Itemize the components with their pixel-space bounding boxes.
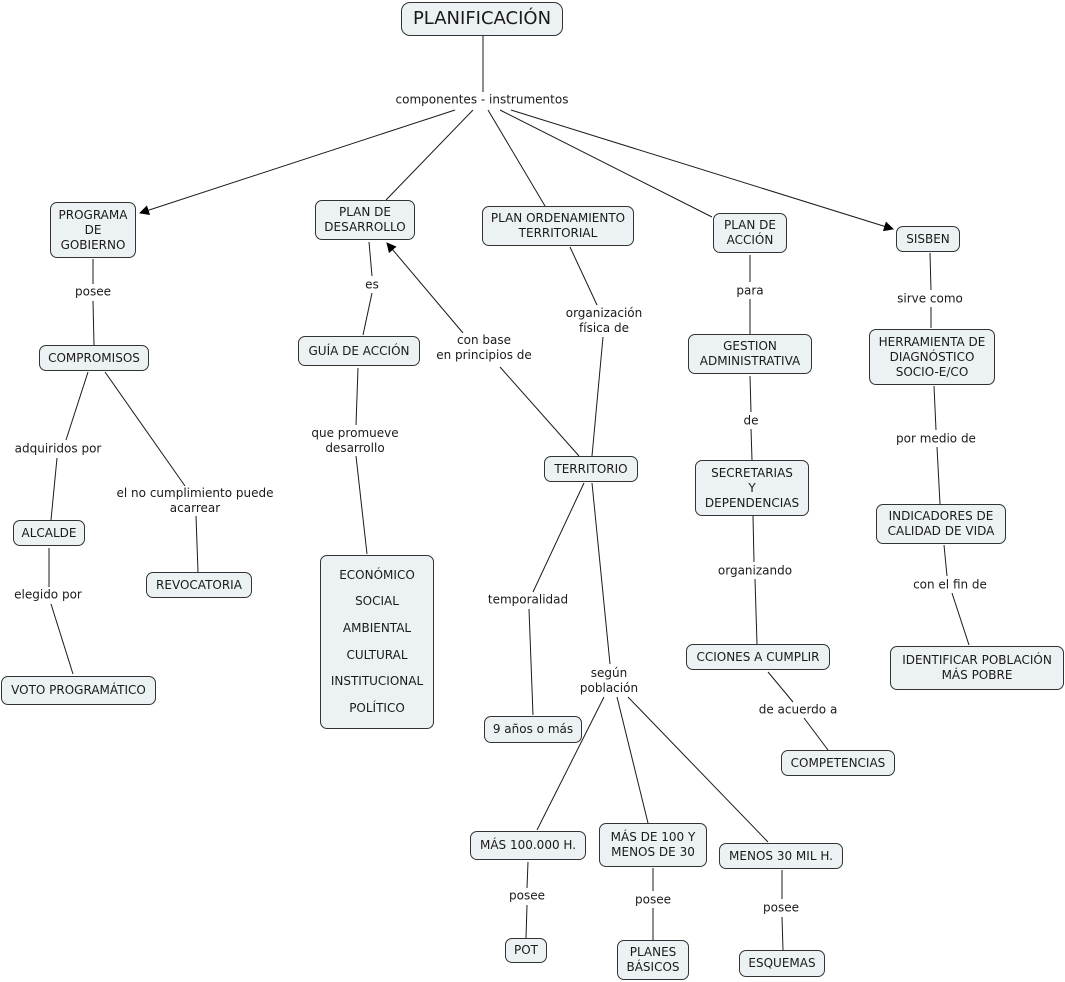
node-competencias[interactable]: COMPETENCIAS (781, 750, 895, 776)
node-acciones-cumplir[interactable]: CCIONES A CUMPLIR (686, 644, 830, 670)
node-voto-programatico[interactable]: VOTO PROGRAMÁTICO (1, 676, 156, 705)
link-sirve-como: sirve como (895, 291, 965, 307)
link-posee-planes: posee (633, 892, 673, 908)
node-planificacion[interactable]: PLANIFICACIÓN (401, 2, 563, 36)
edge-gestion-de (749, 375, 752, 413)
link-para: para (734, 283, 766, 299)
edge-deacuerdo-competencias (803, 717, 829, 751)
edge-indicadores-confin (943, 544, 948, 577)
edge-pormedio-indicadores (936, 446, 941, 505)
edge-compromisos-adquiridos (65, 371, 89, 441)
edge-adquiridos-alcalde (50, 457, 58, 521)
edge-segun-mas100000 (536, 696, 605, 831)
edge-guia-promueve (355, 367, 359, 426)
edge-conbase-desarrollo (386, 242, 464, 334)
node-compromisos[interactable]: COMPROMISOS (39, 345, 149, 371)
edge-elegido-voto (50, 603, 74, 675)
node-programa-gobierno[interactable]: PROGRAMA DE GOBIERNO (50, 202, 136, 258)
edge-es-guia (362, 292, 373, 336)
edge-desarrollo-es (368, 241, 373, 277)
edge-temporalidad-nueve (528, 608, 534, 716)
edge-sisben-sirve (929, 252, 932, 291)
link-temporalidad: temporalidad (485, 592, 571, 608)
edge-componentes-desarrollo (385, 109, 474, 201)
node-alcalde[interactable]: ALCALDE (13, 520, 85, 546)
link-posee-pot: posee (507, 888, 547, 904)
link-es: es (363, 277, 381, 293)
edge-territorio-temporalidad (532, 482, 585, 593)
edge-compromisos-nocumpl (104, 371, 186, 487)
edge-promueve-dimensiones (355, 455, 368, 555)
edge-componentes-accion (499, 109, 713, 218)
node-planes-basicos[interactable]: PLANES BÁSICOS (617, 940, 689, 980)
node-plan-desarrollo[interactable]: PLAN DE DESARROLLO (315, 200, 415, 240)
dimension-item: INSTITUCIONAL (330, 674, 424, 689)
edge-territorio-conbase (499, 366, 580, 457)
node-sisben[interactable]: SISBEN (896, 226, 960, 252)
edge-confin-identificar (951, 592, 970, 646)
link-de: de (741, 413, 761, 429)
node-mas-100-menos-30[interactable]: MÁS DE 100 Y MENOS DE 30 (599, 823, 707, 867)
link-adquiridos-por: adquiridos por (12, 441, 104, 457)
edge-organizacion-territorio (591, 336, 604, 457)
node-plan-ordenamiento[interactable]: PLAN ORDENAMIENTO TERRITORIAL (482, 206, 634, 246)
link-posee-esquemas: posee (761, 900, 801, 916)
node-revocatoria[interactable]: REVOCATORIA (146, 572, 252, 598)
link-de-acuerdo-a: de acuerdo a (756, 702, 840, 718)
node-identificar-poblacion[interactable]: IDENTIFICAR POBLACIÓN MÁS POBRE (890, 646, 1064, 690)
node-secretarias[interactable]: SECRETARIAS Y DEPENDENCIAS (695, 460, 809, 516)
node-territorio[interactable]: TERRITORIO (544, 456, 638, 482)
dimension-item: AMBIENTAL (342, 621, 412, 636)
edge-componentes-ordenamiento (487, 109, 546, 207)
edge-acciones-deacuerdo (767, 671, 794, 703)
edge-componentes-programa (139, 109, 456, 215)
node-plan-accion[interactable]: PLAN DE ACCIÓN (713, 213, 787, 253)
node-nueve-anos[interactable]: 9 años o más (484, 716, 582, 743)
node-herramienta-diagnostico[interactable]: HERRAMIENTA DE DIAGNÓSTICO SOCIO-E/CO (869, 329, 995, 385)
edge-componentes-sisben (510, 109, 894, 232)
dimension-item: CULTURAL (346, 647, 408, 662)
edge-organizando-acciones (754, 578, 758, 645)
edge-herramienta-pormedio (933, 385, 937, 431)
edge-secretarias-organizando (752, 515, 755, 563)
node-pot[interactable]: POT (505, 938, 547, 963)
node-mas-100000[interactable]: MÁS 100.000 H. (470, 831, 586, 860)
link-posee: posee (73, 284, 113, 300)
link-organizando: organizando (715, 563, 795, 579)
node-dimensiones[interactable]: ECONÓMICO SOCIAL AMBIENTAL CULTURAL INST… (320, 555, 434, 729)
node-gestion-administrativa[interactable]: GESTION ADMINISTRATIVA (688, 334, 812, 374)
dimension-item: POLÍTICO (349, 701, 405, 716)
edge-segun-mas100 (616, 696, 649, 824)
dimension-item: ECONÓMICO (339, 567, 415, 582)
node-esquemas[interactable]: ESQUEMAS (739, 950, 825, 977)
node-guia-accion[interactable]: GUÍA DE ACCIÓN (298, 336, 420, 366)
node-menos-30mil[interactable]: MENOS 30 MIL H. (719, 843, 843, 869)
link-por-medio-de: por medio de (894, 431, 978, 447)
edge-segun-menos30 (627, 696, 769, 843)
link-elegido-por: elegido por (12, 587, 84, 603)
node-indicadores[interactable]: INDICADORES DE CALIDAD DE VIDA (876, 504, 1006, 544)
edge-posee-pot (525, 904, 528, 939)
edge-territorio-segun (591, 482, 611, 665)
link-con-el-fin-de: con el fin de (911, 577, 989, 593)
edge-posee-esquemas (781, 916, 784, 951)
link-componentes-instrumentos: componentes - instrumentos (393, 92, 571, 108)
edge-mas100000-posee (526, 861, 529, 889)
edge-ordenamiento-organizacion (569, 246, 598, 306)
edge-nocumpl-revocatoria (195, 515, 199, 573)
dimension-item: SOCIAL (355, 594, 399, 609)
edge-de-secretarias (750, 428, 753, 461)
edge-posee-compromisos (92, 300, 95, 346)
